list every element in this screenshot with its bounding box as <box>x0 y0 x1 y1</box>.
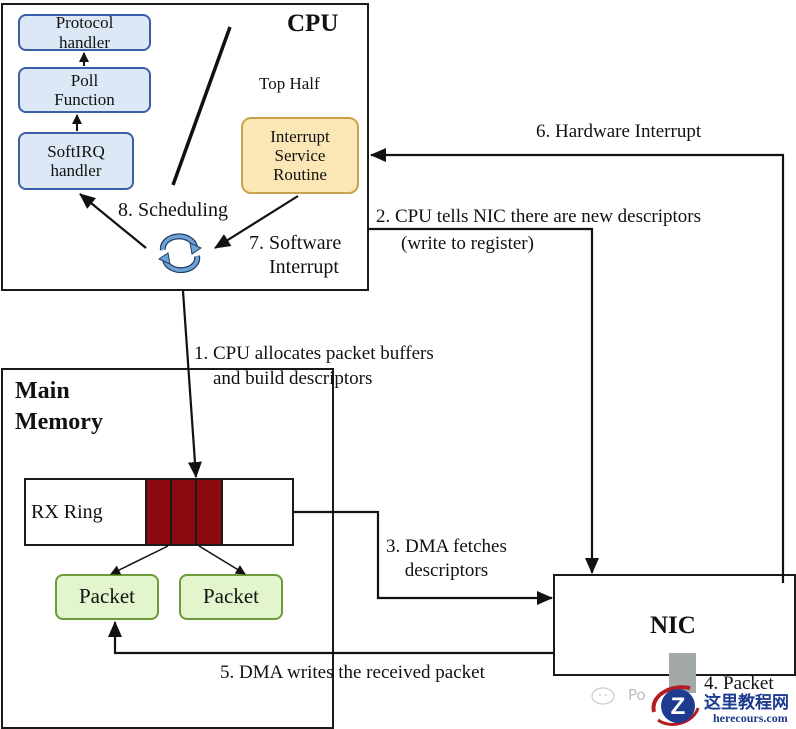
interrupt-service-routine-node: Interrupt Service Routine <box>241 117 359 194</box>
protocol-handler-node: Protocol handler <box>18 13 151 52</box>
step1-allocate-label: 1. CPU allocates packet buffers and buil… <box>194 343 434 389</box>
step2-note-label: (write to register) <box>401 233 534 254</box>
step4-packet-label: 4. Packet <box>704 673 774 694</box>
rx-ring-slot <box>145 478 172 546</box>
site-logo-icon: Z <box>651 685 700 726</box>
top-half-label: Top Half <box>259 74 320 93</box>
wechat-icon <box>591 687 615 705</box>
step2-cpu-tells-nic-label: 2. CPU tells NIC there are new descripto… <box>376 206 702 227</box>
main-memory-title: Main Memory <box>15 378 103 436</box>
rx-ring-slot <box>195 478 223 546</box>
arrow-step2 <box>369 227 599 574</box>
watermark-en-text: herecours.com <box>713 711 788 725</box>
step8-scheduling-label: 8. Scheduling <box>118 199 228 221</box>
watermark-cn-text: 这里教程网 <box>704 693 789 713</box>
step5-dma-write-label: 5. DMA writes the received packet <box>220 662 485 683</box>
refresh-cycle-icon <box>157 233 203 273</box>
step6-hardware-interrupt-label: 6. Hardware Interrupt <box>536 121 702 142</box>
softirq-handler-node: SoftIRQ handler <box>18 132 134 190</box>
cpu-title: CPU <box>287 10 339 37</box>
nic-title: NIC <box>650 612 696 639</box>
packet-node: Packet <box>179 574 283 620</box>
logo-letter: Z <box>671 693 686 720</box>
step3-dma-fetch-label: 3. DMA fetches descriptors <box>386 536 507 581</box>
rx-ring-slot <box>170 478 197 546</box>
poll-function-node: Poll Function <box>18 67 151 113</box>
watermark-gray-text: Po <box>628 686 646 704</box>
packet-node: Packet <box>55 574 159 620</box>
step7-software-interrupt-label: 7. Software Interrupt <box>249 232 342 278</box>
rx-ring-label: RX Ring <box>31 501 103 523</box>
